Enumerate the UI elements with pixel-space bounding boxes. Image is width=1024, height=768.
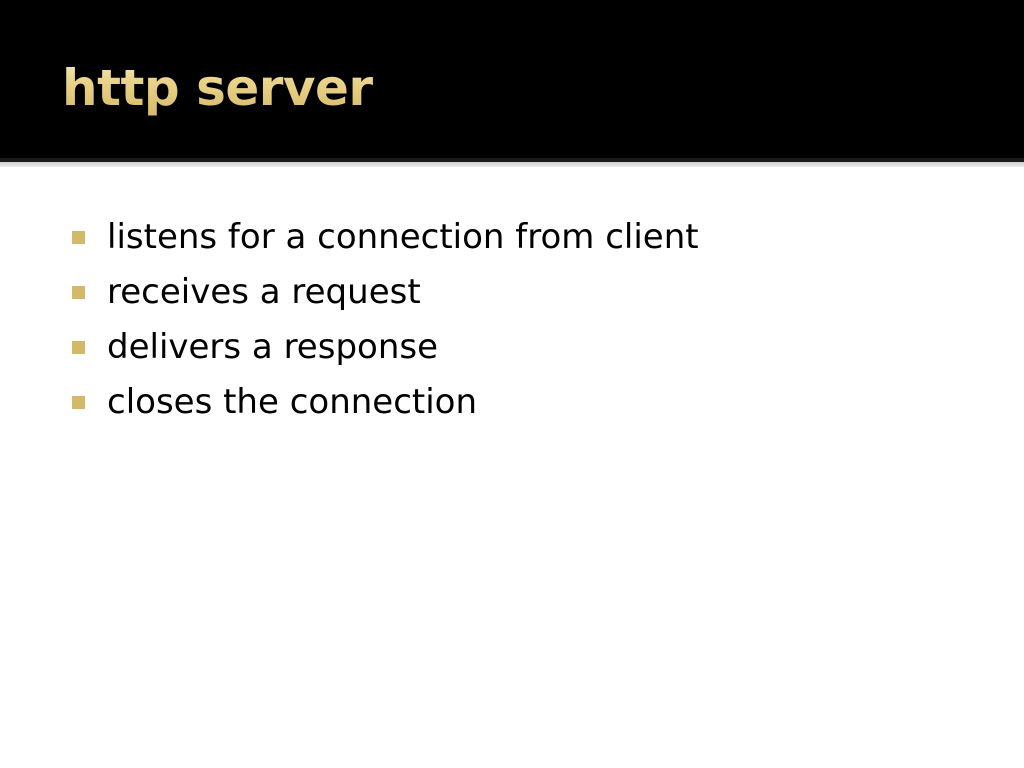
square-bullet-icon [72,396,85,409]
slide-title: http server [62,52,373,124]
square-bullet-icon [72,231,85,244]
bullet-text: closes the connection [107,382,478,422]
bullet-list: listens for a connection from client rec… [72,210,699,430]
bullet-item: listens for a connection from client [72,210,699,265]
title-divider-dark [0,158,1024,162]
bullet-item: delivers a response [72,320,699,375]
square-bullet-icon [72,341,85,354]
title-divider-light [0,162,1024,167]
square-bullet-icon [72,286,85,299]
bullet-item: closes the connection [72,375,699,430]
title-band [0,0,1024,158]
bullet-text: listens for a connection from client [107,217,699,257]
bullet-text: receives a request [107,272,421,312]
bullet-text: delivers a response [107,327,439,367]
bullet-item: receives a request [72,265,699,320]
